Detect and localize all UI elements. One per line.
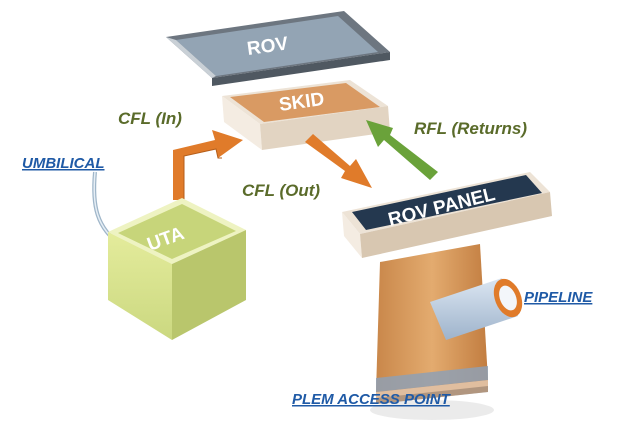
cfl-in-label: CFL (In) xyxy=(118,109,182,128)
cfl-out-label: CFL (Out) xyxy=(242,181,320,200)
cfl-out-arrow xyxy=(305,134,372,188)
plem-access-point-link[interactable]: PLEM ACCESS POINT xyxy=(292,391,452,408)
plem-block xyxy=(370,244,494,420)
rfl-returns-label: RFL (Returns) xyxy=(414,119,527,138)
skid-block xyxy=(222,80,390,150)
rov-block xyxy=(166,11,390,86)
rfl-returns-arrow xyxy=(366,120,438,180)
cfl-in-arrow xyxy=(173,130,243,200)
pipeline xyxy=(430,278,523,340)
umbilical-link[interactable]: UMBILICAL xyxy=(22,155,105,172)
uta-block xyxy=(108,198,246,340)
pipeline-link[interactable]: PIPELINE xyxy=(524,289,593,306)
rov-panel-block xyxy=(342,172,552,258)
